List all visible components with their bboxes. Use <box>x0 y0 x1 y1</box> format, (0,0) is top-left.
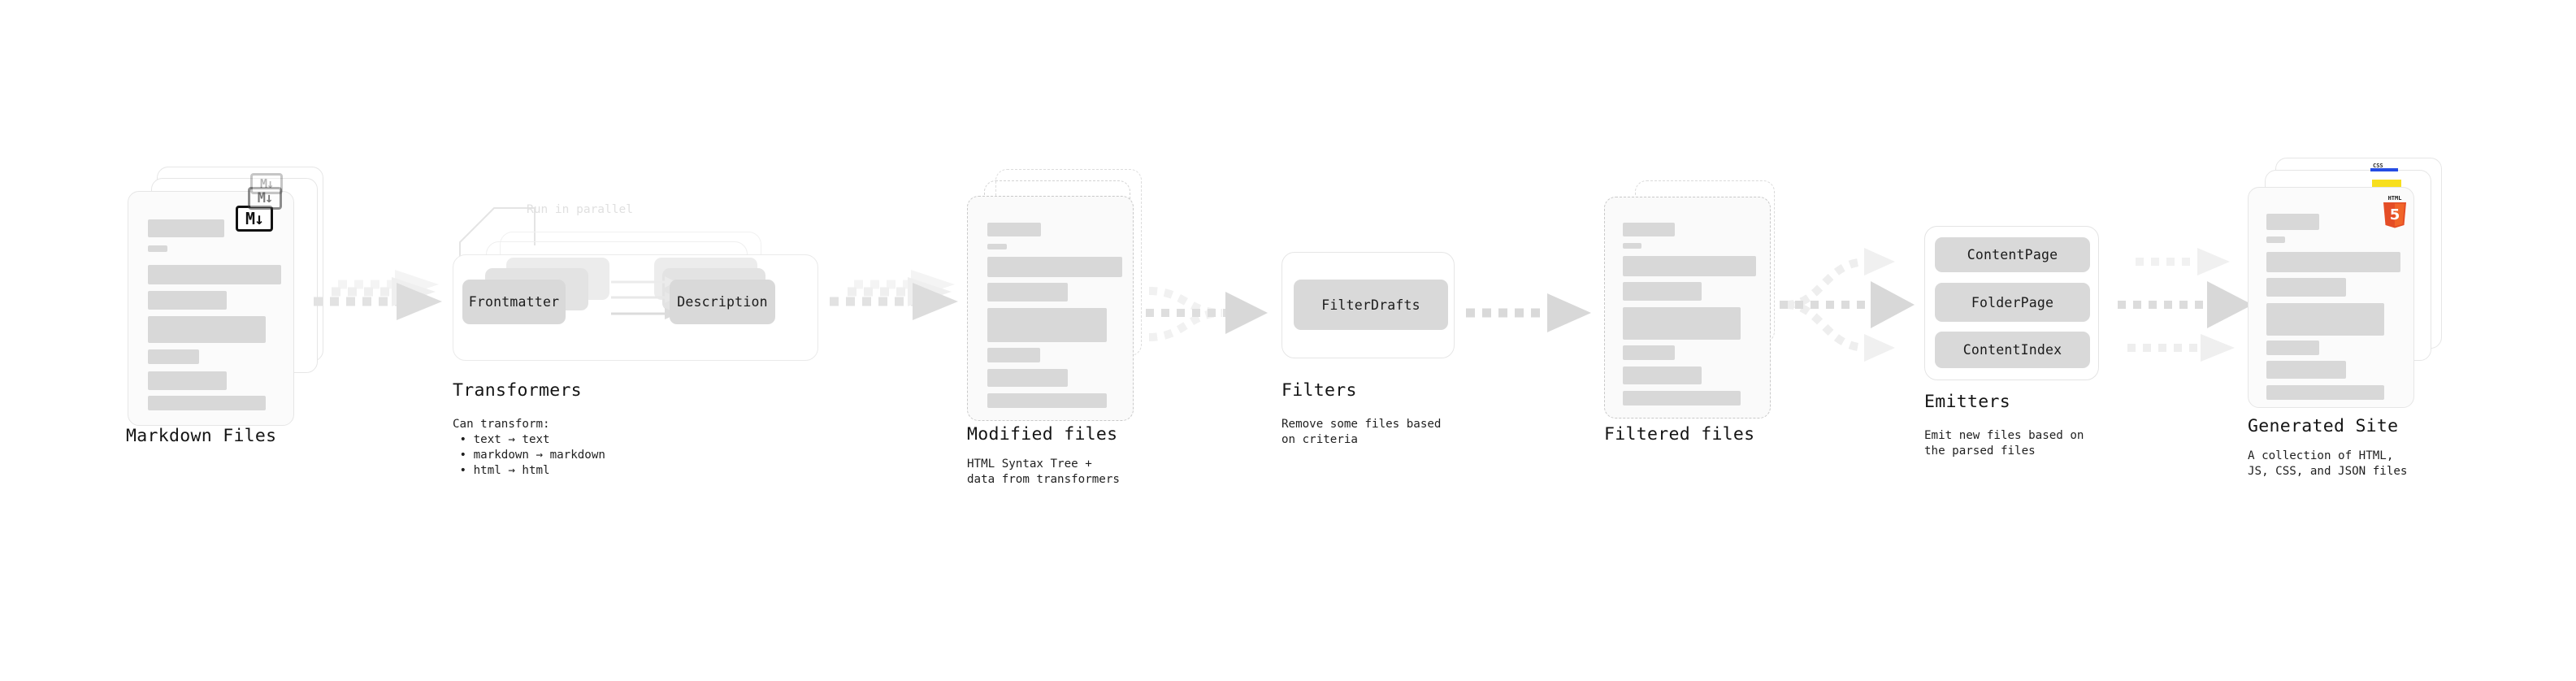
arrow-modified-files-to-filters <box>1146 287 1268 341</box>
stage-desc-emitters: Emit new files based on the parsed files <box>1924 429 2084 458</box>
transformer-chip-frontmatter[interactable]: Frontmatter <box>462 280 566 324</box>
stage-desc-modified-files: HTML Syntax Tree + data from transformer… <box>967 458 1120 486</box>
stage-title-filtered-files: Filtered files <box>1604 424 1755 445</box>
markdown-badge-ghost-2: M↓ <box>250 173 283 194</box>
svg-text:5: 5 <box>2390 206 2400 223</box>
arrow-transformers-to-modified-files <box>830 270 958 320</box>
emitter-chip-contentindex[interactable]: ContentIndex <box>1935 332 2090 368</box>
stage-title-modified-files: Modified files <box>967 424 1118 445</box>
filter-chip-filterdrafts[interactable]: FilterDrafts <box>1294 280 1448 330</box>
stage-desc-transformers: Can transform: • text → text • markdown … <box>453 418 605 477</box>
emitter-chip-contentpage[interactable]: ContentPage <box>1935 237 2090 272</box>
stage-title-emitters: Emitters <box>1924 392 2010 412</box>
stage-title-filters: Filters <box>1281 380 1357 401</box>
markdown-card-front <box>128 191 294 426</box>
emitter-chip-folderpage[interactable]: FolderPage <box>1935 283 2090 322</box>
arrow-markdown-to-transformers <box>314 270 442 320</box>
css-badge-icon: CSS <box>2370 163 2398 171</box>
html5-badge-icon: HTML 5 <box>2383 195 2406 228</box>
stage-desc-filters: Remove some files based on criteria <box>1281 418 1442 446</box>
stage-desc-generated-site: A collection of HTML, JS, CSS, and JSON … <box>2248 449 2408 478</box>
arrow-filters-to-filtered-files <box>1466 293 1591 332</box>
transformer-chip-description[interactable]: Description <box>670 280 775 324</box>
stage-title-transformers: Transformers <box>453 380 582 401</box>
filtered-card-front <box>1604 197 1771 419</box>
modified-card-front <box>967 196 1134 421</box>
run-in-parallel-bracket <box>459 207 536 263</box>
arrow-filtered-files-to-emitters <box>1780 248 1915 362</box>
stage-title-markdown-files: Markdown Files <box>126 426 277 446</box>
markdown-badge-ghost-1: M↓ <box>248 187 282 210</box>
svg-text:HTML: HTML <box>2388 195 2402 202</box>
markdown-badge-icon: M↓ <box>236 206 273 232</box>
arrow-emitters-to-generated-site <box>2118 248 2253 362</box>
run-in-parallel-label: Run in parallel <box>527 203 633 216</box>
stage-title-generated-site: Generated Site <box>2248 416 2399 436</box>
